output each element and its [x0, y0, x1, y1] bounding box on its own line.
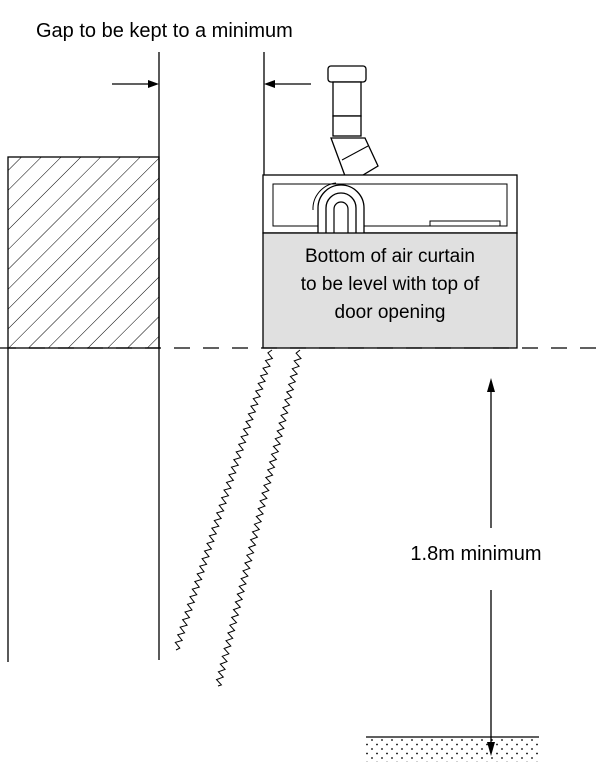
air-stream-left: [174, 349, 274, 651]
air-curtain-unit: Bottom of air curtain to be level with t…: [262, 65, 518, 349]
gap-label: Gap to be kept to a minimum: [36, 20, 293, 42]
height-arrow-up-head: [487, 378, 495, 392]
air-curtain-label-line-2: to be level with top of: [301, 274, 480, 295]
gap-arrow-right-head: [264, 80, 275, 88]
duct-elbow-seam: [341, 145, 369, 161]
air-curtain-label-line-3: door opening: [335, 302, 446, 323]
duct-cap: [327, 65, 367, 83]
gap-arrow-left-head: [148, 80, 159, 88]
floor-dotted-fill: [366, 738, 539, 762]
duct-elbow: [330, 137, 379, 185]
wall-hatched-block: [7, 156, 160, 349]
duct-upper: [332, 81, 362, 117]
air-curtain-label-line-1: Bottom of air curtain: [305, 246, 475, 267]
air-stream-right: [215, 349, 302, 687]
air-stream-lines: [174, 349, 302, 687]
duct-collar: [332, 115, 362, 137]
wall-section: [7, 156, 160, 662]
height-label: 1.8m minimum: [410, 543, 541, 565]
casing-slot: [429, 220, 501, 227]
floor: [366, 736, 539, 762]
height-dimension: 1.8m minimum: [410, 378, 542, 756]
curtain-casing-inner: [272, 183, 508, 227]
fan-rotation-arc: [312, 182, 337, 211]
gap-dimension: [112, 52, 311, 660]
fan-core: [333, 201, 349, 233]
